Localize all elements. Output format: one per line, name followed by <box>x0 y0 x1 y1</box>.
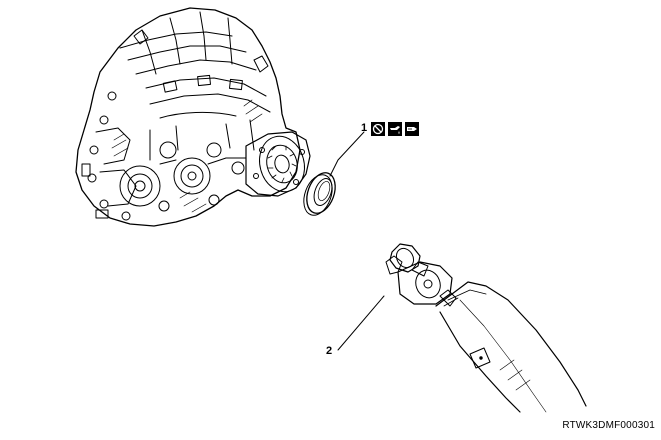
callout-number-1: 1 <box>361 122 368 134</box>
document-code: RTWK3DMF000301 <box>562 420 655 431</box>
apply-oil-icon <box>388 122 402 136</box>
callout-number-2: 2 <box>326 345 333 357</box>
apply-grease-icon <box>405 122 419 136</box>
service-symbols <box>371 122 419 136</box>
transfer-case-housing <box>75 7 301 227</box>
do-not-reuse-icon <box>371 122 385 136</box>
propeller-shaft <box>385 243 587 413</box>
oil-seal <box>303 172 336 216</box>
callout-1-leader <box>329 131 365 177</box>
callout-2-leader <box>337 295 385 351</box>
output-flange <box>245 131 311 197</box>
